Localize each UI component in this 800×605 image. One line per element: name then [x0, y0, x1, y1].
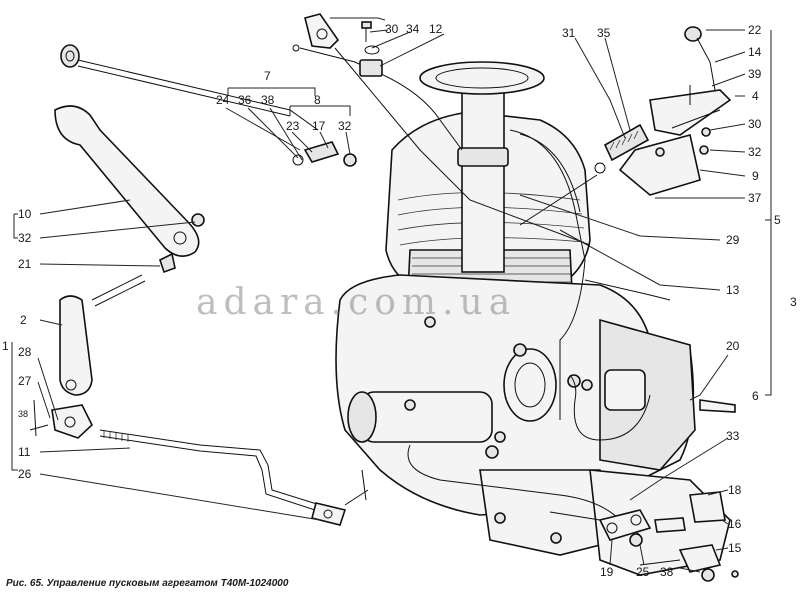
callout-27: 27: [18, 374, 32, 388]
callout-15: 15: [728, 541, 742, 555]
callout-39: 39: [748, 67, 762, 81]
callout-9: 9: [752, 169, 759, 183]
callout-3: 3: [790, 295, 797, 309]
linkage-bottom-right: [549, 491, 739, 582]
callout-19: 19: [600, 565, 614, 579]
callout-14: 14: [748, 45, 762, 59]
callout-38-bottom: 38: [660, 565, 674, 579]
callout-6: 6: [752, 389, 759, 403]
cable-assembly-top: [292, 13, 591, 246]
callout-17: 17: [312, 119, 326, 133]
callout-33: 33: [726, 429, 740, 443]
figure-caption: Рис. 65. Управление пусковым агрегатом Т…: [6, 578, 289, 589]
callout-28: 28: [18, 345, 32, 359]
callout-37: 37: [748, 191, 762, 205]
lever-10: [54, 105, 205, 274]
lever-2-and-rod-11: [29, 274, 369, 526]
callout-labels: 30 34 12 31 35 22 14 39 4 30 32 9 37 5 3…: [2, 22, 797, 579]
callout-32-right: 32: [748, 145, 762, 159]
callout-25: 25: [636, 565, 650, 579]
callout-24: 24: [216, 93, 230, 107]
callout-34: 34: [406, 22, 420, 36]
throttle-lever-assembly: [519, 26, 732, 226]
callout-7: 7: [264, 69, 271, 83]
callout-32-left: 32: [18, 231, 32, 245]
callout-38-left: 38: [18, 409, 28, 419]
callout-23: 23: [286, 119, 300, 133]
callout-1: 1: [2, 339, 9, 353]
callout-13: 13: [726, 283, 740, 297]
starting-engine: [335, 61, 736, 576]
callout-5: 5: [774, 213, 781, 227]
callout-29: 29: [726, 233, 740, 247]
callout-31: 31: [562, 26, 576, 40]
leader-lines: [11, 17, 772, 573]
callout-30-top: 30: [385, 22, 399, 36]
callout-35: 35: [597, 26, 611, 40]
callout-32-group8: 32: [338, 119, 352, 133]
callout-12: 12: [429, 22, 443, 36]
callout-26: 26: [18, 467, 32, 481]
callout-36: 36: [238, 93, 252, 107]
callout-16: 16: [728, 517, 742, 531]
callout-38-top: 38: [261, 93, 275, 107]
callout-11: 11: [18, 445, 31, 459]
callout-10: 10: [18, 207, 32, 221]
callout-18: 18: [728, 483, 742, 497]
callout-22: 22: [748, 23, 762, 37]
callout-2: 2: [20, 313, 27, 327]
callout-4: 4: [752, 89, 759, 103]
control-rod-top: [60, 44, 357, 167]
callout-20: 20: [726, 339, 740, 353]
callout-21: 21: [18, 257, 32, 271]
callout-30-right: 30: [748, 117, 762, 131]
callout-8: 8: [314, 93, 321, 107]
watermark-text: adara.com.ua: [196, 282, 516, 323]
